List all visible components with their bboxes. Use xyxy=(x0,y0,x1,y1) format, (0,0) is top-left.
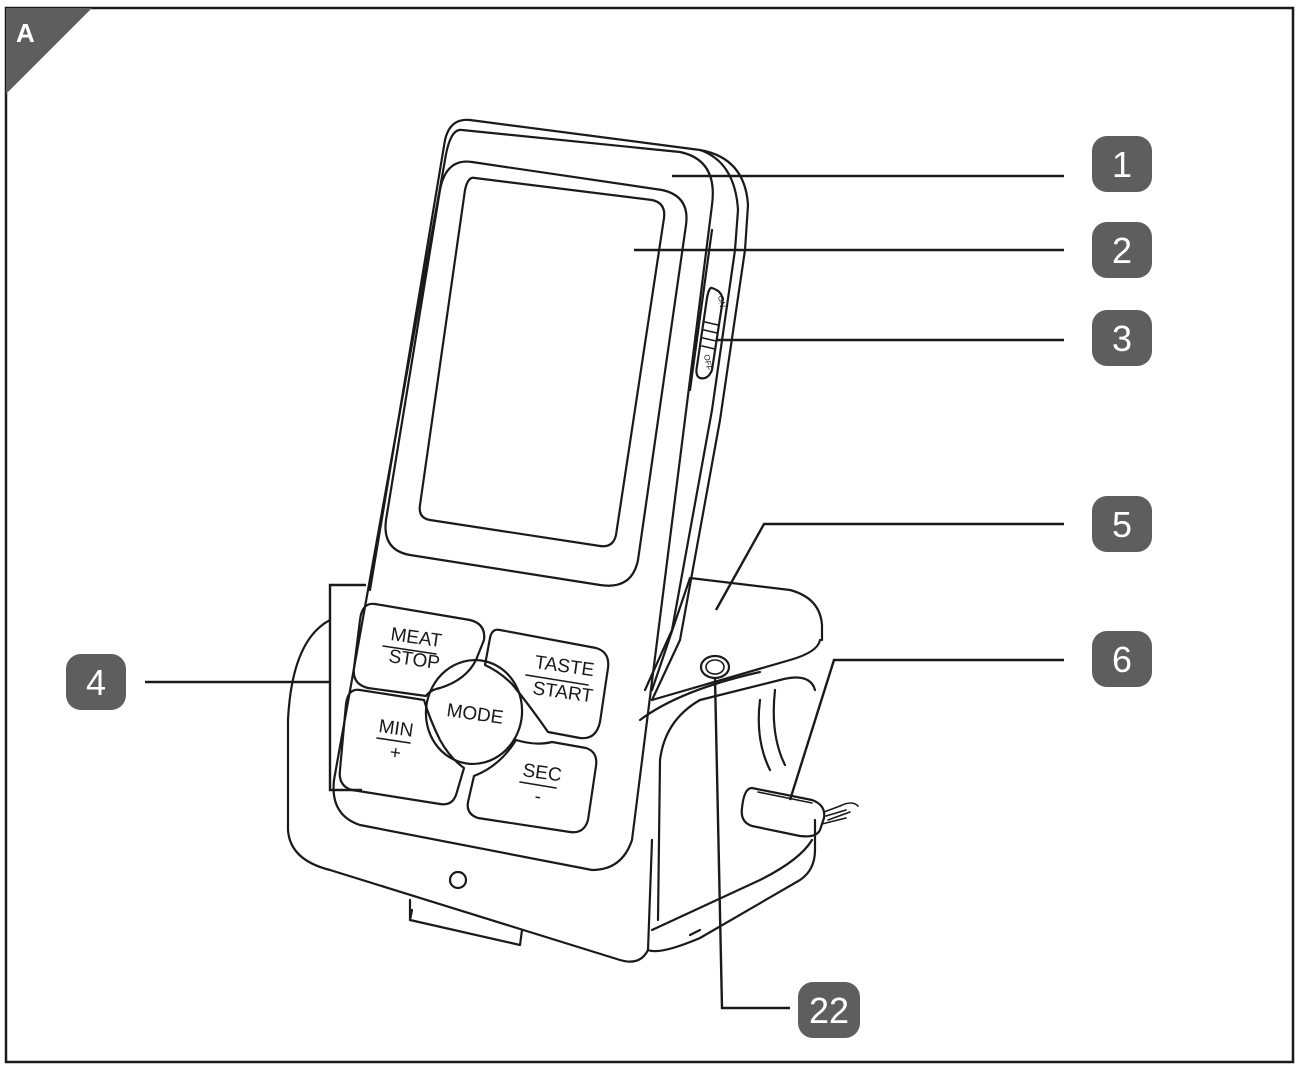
min-plus-button[interactable]: MIN + xyxy=(338,688,466,806)
plus-label: + xyxy=(388,742,402,764)
callout-1-text: 1 xyxy=(1112,144,1132,185)
callout-4: 4 xyxy=(66,654,126,710)
panel-label-text: A xyxy=(16,18,35,48)
callout-5: 5 xyxy=(1092,496,1152,552)
sec-minus-button[interactable]: SEC - xyxy=(466,738,598,834)
leader-lines xyxy=(145,174,1064,1010)
base-front-led-icon xyxy=(448,870,468,890)
lcd-display xyxy=(418,176,666,548)
leader-6 xyxy=(788,658,1064,801)
callout-2-text: 2 xyxy=(1112,230,1132,271)
leader-5 xyxy=(714,522,1064,611)
leader-22 xyxy=(713,677,790,1010)
callout-3: 3 xyxy=(1092,310,1152,366)
callout-22-text: 22 xyxy=(809,990,849,1031)
callout-22: 22 xyxy=(798,982,860,1038)
callout-1: 1 xyxy=(1092,136,1152,192)
probe-plug xyxy=(740,786,859,838)
callout-4-text: 4 xyxy=(86,662,106,703)
switch-off-label: OFF xyxy=(702,354,714,371)
callout-3-text: 3 xyxy=(1112,318,1132,359)
switch-on-label: ON xyxy=(716,295,727,309)
on-off-switch[interactable]: ON OFF xyxy=(695,286,727,380)
panel-label: A xyxy=(6,8,92,94)
callout-6: 6 xyxy=(1092,631,1152,687)
bracket-4 xyxy=(328,583,366,792)
min-label: MIN xyxy=(377,716,414,742)
callout-6-text: 6 xyxy=(1112,639,1132,680)
callout-5-text: 5 xyxy=(1112,504,1132,545)
callout-2: 2 xyxy=(1092,222,1152,278)
minus-label: - xyxy=(533,786,542,808)
